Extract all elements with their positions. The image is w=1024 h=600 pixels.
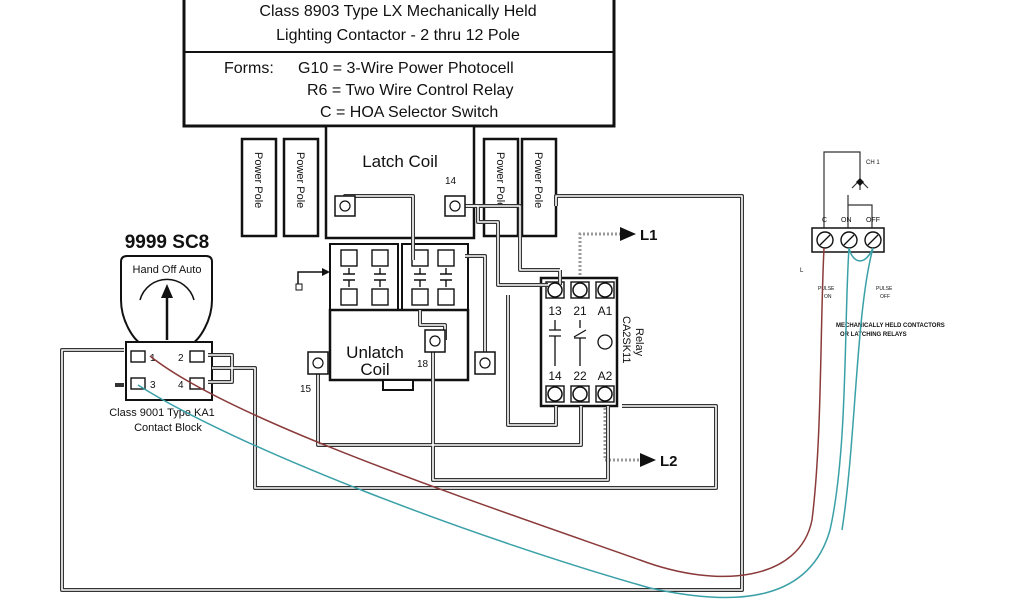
contact-block-label-2: Contact Block: [134, 422, 202, 434]
contact-4-label: 4: [178, 380, 184, 391]
terminal-screws: 15: [300, 195, 613, 402]
power-pole-right-2: Power Pole: [520, 137, 558, 238]
terminal-14-label: 14: [445, 176, 457, 187]
unlatch-coil-label-1: Unlatch: [346, 343, 404, 362]
power-pole-right-1: Power Pole: [482, 137, 520, 238]
power-pole-label: Power Pole: [294, 152, 306, 208]
pulse-on-label-2: ON: [824, 294, 832, 300]
terminal-15-label: 15: [300, 384, 312, 395]
contact-3-label: 3: [150, 380, 156, 391]
relay-terminal-21: 21: [573, 304, 587, 318]
relay-terminal-a1: A1: [598, 304, 613, 318]
selector-positions: Hand Off Auto: [133, 264, 202, 276]
form-r6: R6 = Two Wire Control Relay: [307, 82, 513, 99]
l1-label: L1: [640, 227, 658, 244]
terminal-on-label: ON: [841, 217, 852, 224]
power-pole-left-2: Power Pole: [282, 137, 320, 238]
mech-note-1: MECHANICALLY HELD CONTACTORS: [836, 323, 945, 329]
line-l2: L2: [603, 408, 678, 470]
terminal-c-label: C: [822, 217, 827, 224]
selector-switch: 9999 SC8 Hand Off Auto 1 3 2 4 Class 900…: [109, 232, 215, 434]
forms-label: Forms:: [224, 60, 274, 77]
relay-terminal-13: 13: [548, 304, 562, 318]
pulse-off-label-2: OFF: [880, 294, 890, 300]
contactor-contacts: [340, 249, 455, 306]
power-pole-label: Power Pole: [252, 152, 264, 208]
terminal-off-label: OFF: [866, 217, 880, 224]
terminal-18-label: 18: [417, 359, 429, 370]
selector-title: 9999 SC8: [125, 232, 210, 253]
pulse-on-label-1: PULSE: [818, 286, 835, 292]
relay-terminal-14: 14: [548, 369, 562, 383]
header-box: Class 8903 Type LX Mechanically Held Lig…: [182, 0, 616, 128]
mech-note-2: OR LATCHING RELAYS: [840, 332, 907, 338]
contact-block-label-1: Class 9001 Type KA1: [109, 407, 215, 419]
pulse-off-label-1: PULSE: [876, 286, 893, 292]
unlatch-coil-label-2: Coil: [360, 360, 389, 379]
line-l1: L1: [578, 227, 658, 275]
relay-label: Relay: [633, 328, 645, 357]
power-pole-label: Power Pole: [494, 152, 506, 208]
relay-model-label: CA2SK11: [620, 316, 632, 364]
relay-terminal-a2: A2: [598, 369, 613, 383]
form-g10: G10 = 3-Wire Power Photocell: [298, 60, 514, 77]
ch1-label: CH 1: [866, 160, 880, 166]
relay-terminal-22: 22: [573, 369, 587, 383]
l2-label: L2: [660, 453, 678, 470]
header-title-line1: Class 8903 Type LX Mechanically Held: [259, 3, 536, 20]
terminal-l-label: L: [800, 268, 804, 274]
external-wires: [137, 247, 874, 599]
contact-2-label: 2: [178, 353, 184, 364]
latch-coil-box: Latch Coil 14: [324, 124, 476, 240]
wiring: [60, 194, 744, 592]
form-c: C = HOA Selector Switch: [320, 104, 498, 121]
latch-coil-label: Latch Coil: [362, 152, 438, 171]
power-pole-label: Power Pole: [532, 152, 544, 208]
header-title-line2: Lighting Contactor - 2 thru 12 Pole: [276, 27, 520, 44]
power-pole-left-1: Power Pole: [240, 137, 278, 238]
